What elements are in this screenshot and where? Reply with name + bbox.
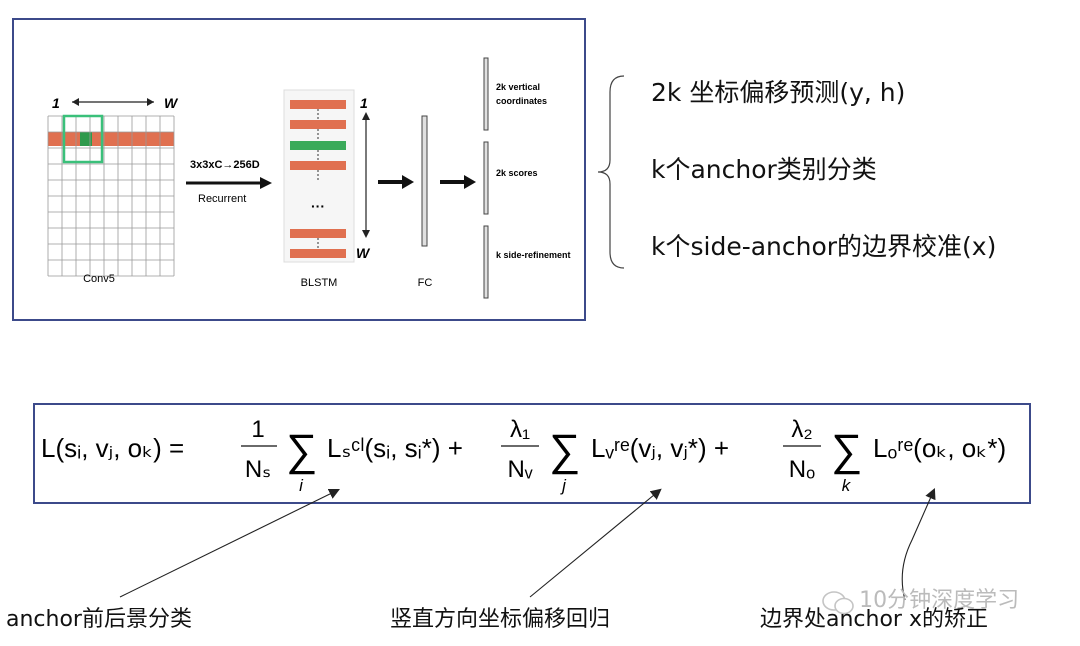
blstm-cell [290,249,346,258]
brace-path [597,75,625,269]
grid-label-w: W [164,95,179,111]
network-diagram-panel: 1 W Conv5 3x3xC→256D Recurrent [12,18,586,321]
conv-arrow-label-top: 3x3xC→256D [190,159,260,171]
width-arrow-head-right [147,98,154,106]
conv-arrow-label-bottom: Recurrent [198,193,246,205]
blstm-label: BLSTM [301,277,338,289]
network-diagram: 1 W Conv5 3x3xC→256D Recurrent [47,57,571,299]
sum-symbol: ∑ [549,426,580,475]
annotation-side-refinement: 边界处anchor x的矫正 [760,607,988,632]
formula-t2-den: Nᵥ [507,456,532,483]
blstm-cell [290,161,346,170]
arrow-to-regression-term [529,488,662,598]
grid-label-1: 1 [52,95,60,111]
output-explain-3: k个side-anchor的边界校准(x) [651,232,997,261]
formula-t3-num: λ₂ [791,416,812,443]
conv-to-blstm-arrowhead [260,177,272,189]
fc-to-output-arrowhead [464,175,476,189]
wechat-icon [822,590,854,614]
output-label-side: k side-refinement [496,250,571,260]
output-explain-1: 2k 坐标偏移预测(y, h) [651,78,906,107]
conv5-window [62,114,104,164]
output-label-vertical-2: coordinates [496,96,547,106]
fc-layer [421,115,428,247]
formula-t1-body: Lₛᶜˡ(sᵢ, sᵢ*) + [327,433,463,463]
formula-t2-num: λ₁ [510,416,530,443]
formula-t1-den: Nₛ [245,456,271,483]
blstm-cell [290,229,346,238]
loss-formula: L(sᵢ, vⱼ, oₖ) = 1 Nₛ ∑ i Lₛᶜˡ(sᵢ, sᵢ*) +… [41,416,1006,495]
watermark: 10分钟深度学习 [822,582,1019,616]
formula-lhs: L(sᵢ, vⱼ, oₖ) = [41,433,184,463]
blstm-label-w: W [356,245,371,261]
blstm-cell [290,120,346,129]
output-brace [597,75,625,269]
blstm-cells [290,100,346,258]
output-label-scores: 2k scores [496,168,538,178]
annotation-regression: 竖直方向坐标偏移回归 [390,607,611,632]
output-bar-side [483,225,489,299]
sum-symbol: ∑ [286,426,317,475]
blstm-label-1: 1 [360,95,368,111]
conv5-label: Conv5 [83,273,115,285]
height-arrow-head-bottom [362,230,370,238]
height-arrow-head-top [362,112,370,120]
arrow-to-side-term [901,487,936,601]
formula-t2-body: Lᵥʳᵉ(vⱼ, vⱼ*) + [591,433,729,463]
output-label-vertical-1: 2k vertical [496,82,540,92]
formula-t3-sub: k [842,476,852,495]
formula-t3-body: Lₒʳᵉ(oₖ, oₖ*) [873,433,1006,463]
output-bar-scores [483,141,489,215]
blstm-to-fc-arrowhead [402,175,414,189]
conv5-center-cell [80,132,92,146]
conv5-highlight-row [48,132,174,146]
output-bar-vertical [483,57,489,131]
formula-t3-den: Nₒ [789,456,815,483]
annotation-classification: anchor前后景分类 [6,607,192,632]
watermark-text: 10分钟深度学习 [859,588,1020,613]
blstm-dots: ··· [311,198,325,214]
output-explain-2: k个anchor类别分类 [651,155,877,184]
conv5-grid [47,114,175,277]
arrow-to-classification-term [119,488,340,598]
blstm-cell [290,100,346,109]
formula-t1-num: 1 [251,416,264,443]
loss-formula-box: L(sᵢ, vⱼ, oₖ) = 1 Nₛ ∑ i Lₛᶜˡ(sᵢ, sᵢ*) +… [33,403,1031,504]
formula-t1-sub: i [299,476,304,495]
blstm-cell-active [290,141,346,150]
width-arrow-head-left [72,98,79,106]
formula-t2-sub: j [560,476,567,495]
fc-label: FC [418,277,433,289]
sum-symbol: ∑ [831,426,862,475]
